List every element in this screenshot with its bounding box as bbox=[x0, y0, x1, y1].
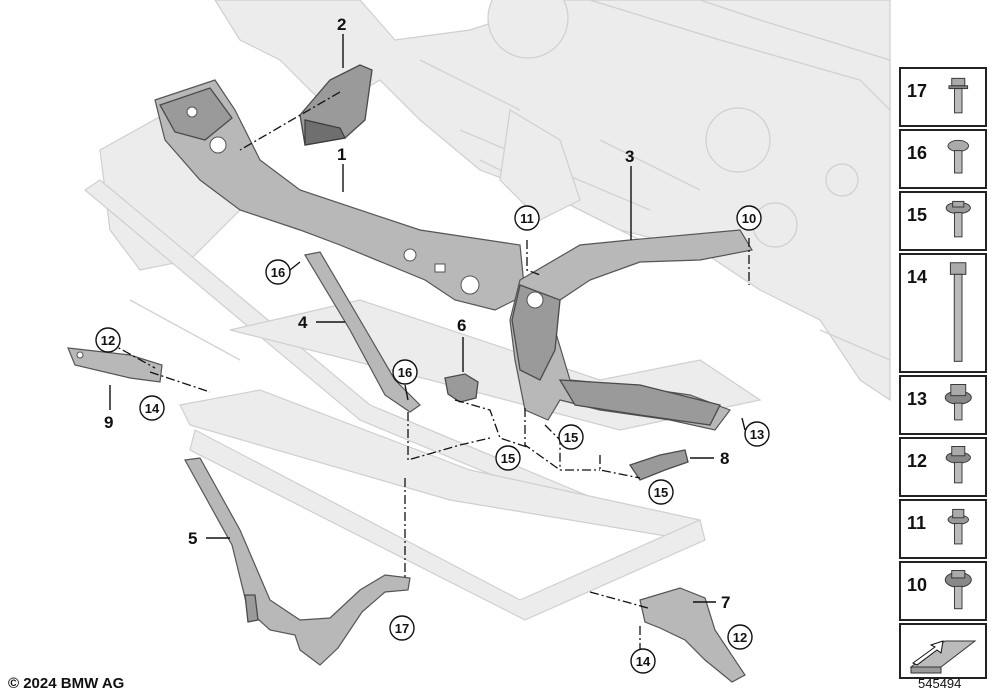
svg-text:10: 10 bbox=[742, 211, 756, 226]
pan-head-screw-icon bbox=[947, 139, 969, 174]
callout-numbers: 1 2 3 4 5 6 7 8 9 bbox=[104, 15, 730, 612]
circled-callout-15-c: 15 bbox=[648, 479, 674, 505]
part-lower-bracket bbox=[639, 587, 746, 683]
svg-text:17: 17 bbox=[395, 621, 409, 636]
hex-flange-screw-icon bbox=[945, 446, 971, 484]
svg-text:13: 13 bbox=[750, 427, 764, 442]
svg-text:15: 15 bbox=[654, 485, 668, 500]
legend-item-16: 16 bbox=[899, 129, 987, 189]
long-hex-bolt-icon bbox=[949, 262, 967, 362]
legend-item-14: 14 bbox=[899, 253, 987, 373]
circled-callout-14-left: 14 bbox=[139, 395, 165, 421]
callout-6: 6 bbox=[457, 316, 466, 335]
part-cross-member bbox=[154, 79, 526, 311]
circled-callout-14-right: 14 bbox=[630, 648, 656, 674]
legend-item-12: 12 bbox=[899, 437, 987, 497]
svg-text:11: 11 bbox=[520, 211, 534, 226]
arrow-sheet-icon bbox=[909, 640, 977, 674]
svg-text:16: 16 bbox=[271, 265, 285, 280]
svg-text:15: 15 bbox=[501, 451, 515, 466]
circled-callout-10: 10 bbox=[736, 205, 762, 231]
copyright-text: © 2024 BMW AG bbox=[8, 675, 125, 692]
legend-item-10: 10 bbox=[899, 561, 987, 621]
hex-collar-bolt-icon bbox=[944, 384, 972, 421]
circled-callout-11: 11 bbox=[514, 205, 540, 231]
circled-callouts: 10 11 12 12 13 14 14 15 15 15 16 16 17 bbox=[95, 205, 770, 674]
svg-text:14: 14 bbox=[636, 654, 651, 669]
circled-callout-12-right: 12 bbox=[727, 624, 753, 650]
callout-4: 4 bbox=[298, 313, 308, 332]
legend-item-13: 13 bbox=[899, 375, 987, 435]
part-mount-plate bbox=[67, 347, 163, 383]
legend-item-11: 11 bbox=[899, 499, 987, 559]
washer-screw-icon bbox=[945, 200, 971, 238]
circled-callout-17: 17 bbox=[389, 615, 415, 641]
callout-7: 7 bbox=[721, 593, 730, 612]
part-holder bbox=[628, 449, 689, 481]
svg-text:12: 12 bbox=[101, 333, 115, 348]
part-strut bbox=[304, 251, 421, 413]
circled-callout-12-left: 12 bbox=[95, 327, 121, 353]
leader-lines bbox=[109, 34, 746, 603]
svg-text:16: 16 bbox=[398, 365, 412, 380]
part-bracket-upper bbox=[299, 64, 373, 146]
circled-callout-13: 13 bbox=[744, 421, 770, 447]
circled-callout-16-left: 16 bbox=[265, 259, 291, 285]
legend-item-view-arrow bbox=[899, 623, 987, 679]
svg-text:12: 12 bbox=[733, 630, 747, 645]
image-id-number: 545494 bbox=[918, 676, 962, 691]
small-flange-bolt-icon bbox=[947, 508, 969, 545]
collar-bolt-icon bbox=[944, 570, 972, 610]
flange-bolt-icon bbox=[948, 77, 969, 114]
circled-callout-15-b: 15 bbox=[558, 424, 584, 450]
part-support-frame bbox=[509, 229, 753, 431]
legend-item-15: 15 bbox=[899, 191, 987, 251]
part-small-clip bbox=[444, 373, 479, 403]
part-tube-brace bbox=[184, 457, 411, 666]
callout-3: 3 bbox=[625, 147, 634, 166]
svg-text:15: 15 bbox=[564, 430, 578, 445]
callout-5: 5 bbox=[188, 529, 197, 548]
callout-2: 2 bbox=[337, 15, 346, 34]
fastener-legend: 17 16 15 14 13 12 11 bbox=[899, 67, 991, 680]
circled-callout-15-a: 15 bbox=[495, 445, 521, 471]
circled-callout-16-right: 16 bbox=[392, 359, 418, 385]
callout-1: 1 bbox=[337, 145, 346, 164]
callout-9: 9 bbox=[104, 413, 113, 432]
callout-8: 8 bbox=[720, 449, 729, 468]
legend-item-17: 17 bbox=[899, 67, 987, 127]
svg-text:14: 14 bbox=[145, 401, 160, 416]
